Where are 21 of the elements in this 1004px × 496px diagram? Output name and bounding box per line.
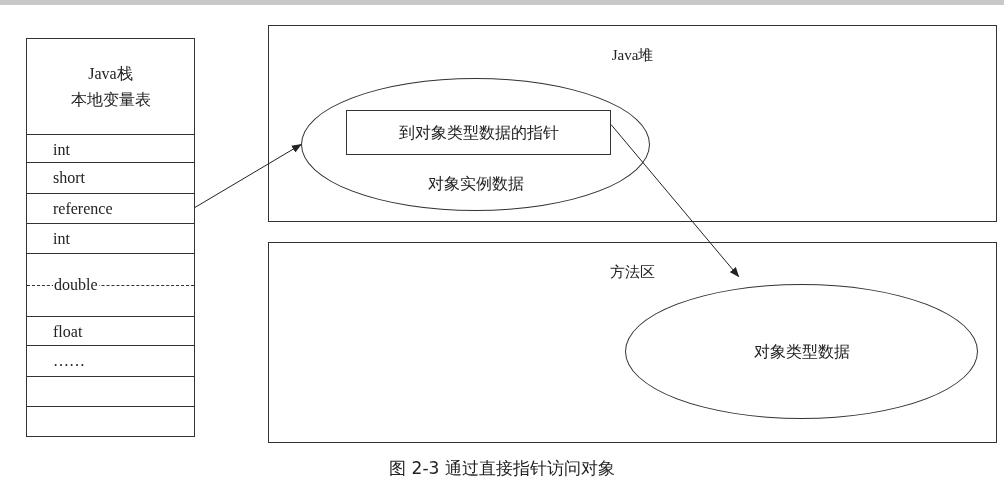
memory-region-box: [268, 25, 997, 222]
type-label: double: [53, 276, 99, 293]
type-label: reference: [53, 200, 113, 217]
arrow: [610, 124, 740, 278]
pointer-text: 到对象类型数据的指针: [398, 122, 559, 143]
ellipse-label: 对象类型数据: [753, 341, 850, 362]
type-label: short: [53, 169, 85, 186]
region-title: 方法区: [610, 263, 655, 282]
header-text: 本地变量表: [70, 90, 151, 110]
arrow: [193, 144, 302, 209]
figure-caption: 图 2-3 通过直接指针访问对象: [389, 457, 615, 480]
header-text: Java栈: [88, 64, 133, 84]
type-label: int: [53, 141, 70, 158]
memory-region-box: [268, 242, 997, 443]
type-label: ……: [53, 352, 85, 369]
type-label: float: [53, 323, 83, 340]
type-label: int: [53, 230, 70, 247]
region-title: Java堆: [611, 46, 654, 65]
pointer-box: [346, 110, 611, 155]
ellipse-label: 对象实例数据: [427, 174, 524, 194]
stack-table: [26, 38, 195, 437]
